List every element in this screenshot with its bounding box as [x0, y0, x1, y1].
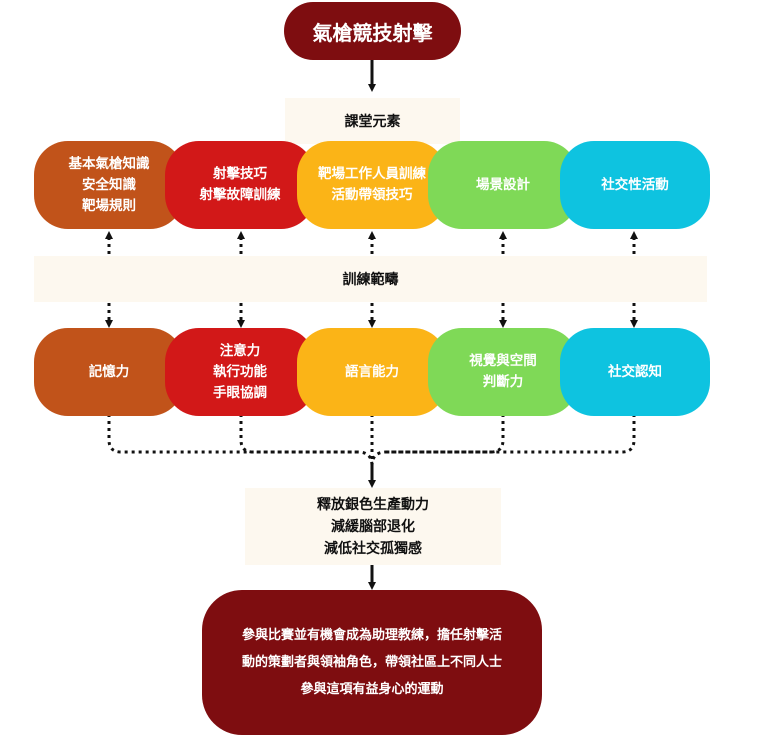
ability-item-visual-spatial: 視覺與空間 判斷力: [428, 328, 578, 416]
title-text: 氣槍競技射擊: [312, 20, 433, 45]
arrows-up-to-classroom: [105, 231, 638, 254]
final-goal-node: 參與比賽並有機會成為助理教練，擔任射擊活 動的策劃者與領袖角色，帶領社區上不同人…: [202, 590, 542, 735]
training-label-band: 訓練範疇: [34, 256, 707, 302]
outcome-line: 釋放銀色生產動力: [317, 496, 429, 513]
ability-item-line: 視覺與空間: [469, 353, 537, 369]
classroom-item-scene-design: 場景設計: [428, 141, 578, 229]
arrows-down-to-abilities: [105, 303, 638, 328]
final-goal-line: 參與這項有益身心的運動: [300, 682, 444, 697]
merge-connector: [107, 414, 636, 474]
classroom-item-line: 場景設計: [476, 176, 530, 193]
classroom-item-line: 活動帶領技巧: [331, 187, 413, 203]
ability-item-attention: 注意力 執行功能 手眼協調: [165, 328, 315, 416]
ability-item-line: 手眼協調: [213, 384, 267, 401]
classroom-item-line: 社交性活動: [601, 176, 669, 193]
classroom-item-line: 安全知識: [82, 176, 136, 193]
ability-item-memory: 記憶力: [34, 328, 184, 416]
ability-item-line: 執行功能: [213, 363, 267, 380]
ability-item-language: 語言能力: [297, 328, 447, 416]
outcomes-band: 釋放銀色生產動力 減緩腦部退化 減低社交孤獨感: [245, 488, 501, 565]
ability-item-social-cognition: 社交認知: [560, 328, 710, 416]
outcome-line: 減緩腦部退化: [331, 518, 415, 535]
final-goal-line: 動的策劃者與領袖角色，帶領社區上不同人士: [241, 655, 502, 670]
classroom-label: 課堂元素: [344, 114, 401, 130]
classroom-item-line: 靶場規則: [82, 197, 136, 214]
final-goal-line: 參與比賽並有機會成為助理教練，擔任射擊活: [241, 628, 502, 643]
classroom-item-line: 靶場工作人員訓練: [318, 166, 426, 182]
ability-item-line: 記憶力: [88, 363, 130, 380]
classroom-item-line: 基本氣槍知識: [68, 155, 150, 172]
ability-item-line: 語言能力: [345, 363, 399, 380]
classroom-item-knowledge: 基本氣槍知識 安全知識 靶場規則: [34, 141, 184, 229]
classroom-item-social-activities: 社交性活動: [560, 141, 710, 229]
classroom-item-line: 射擊故障訓練: [199, 187, 281, 203]
classroom-label-band: 課堂元素: [285, 98, 460, 144]
classroom-item-line: 射擊技巧: [213, 166, 267, 182]
ability-item-line: 注意力: [219, 342, 261, 359]
ability-item-line: 社交認知: [608, 363, 662, 380]
classroom-item-staff-training: 靶場工作人員訓練 活動帶領技巧: [297, 141, 447, 229]
classroom-item-shooting-skills: 射擊技巧 射擊故障訓練: [165, 141, 315, 229]
outcome-line: 減低社交孤獨感: [324, 540, 422, 557]
title-node: 氣槍競技射擊: [284, 2, 461, 60]
ability-item-line: 判斷力: [482, 374, 524, 390]
training-label: 訓練範疇: [342, 272, 399, 288]
